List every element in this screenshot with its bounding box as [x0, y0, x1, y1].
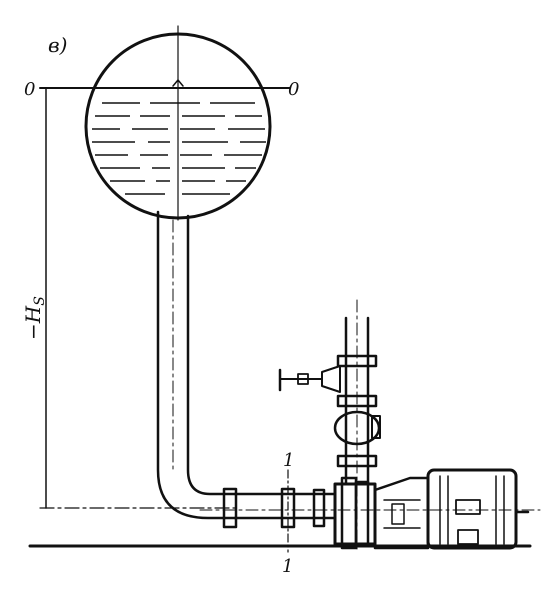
- gate-valve: [278, 365, 341, 393]
- pump-casing: [333, 476, 430, 550]
- panel-label: в): [48, 33, 67, 57]
- water-fill: [92, 102, 266, 195]
- level-label-left: 0: [24, 79, 35, 100]
- suction-pipe: [156, 210, 237, 520]
- horizontal-suction-line: [199, 487, 541, 529]
- section-label-top: 1: [283, 450, 294, 471]
- suction-head-dimension: [39, 87, 241, 509]
- level-label-right: 0: [288, 79, 299, 100]
- electric-motor: [426, 468, 530, 550]
- suction-head-label: −HS: [21, 296, 48, 340]
- discharge-pipe: [333, 299, 381, 551]
- spherical-tank: [39, 25, 291, 221]
- section-label-bottom: 1: [282, 556, 293, 577]
